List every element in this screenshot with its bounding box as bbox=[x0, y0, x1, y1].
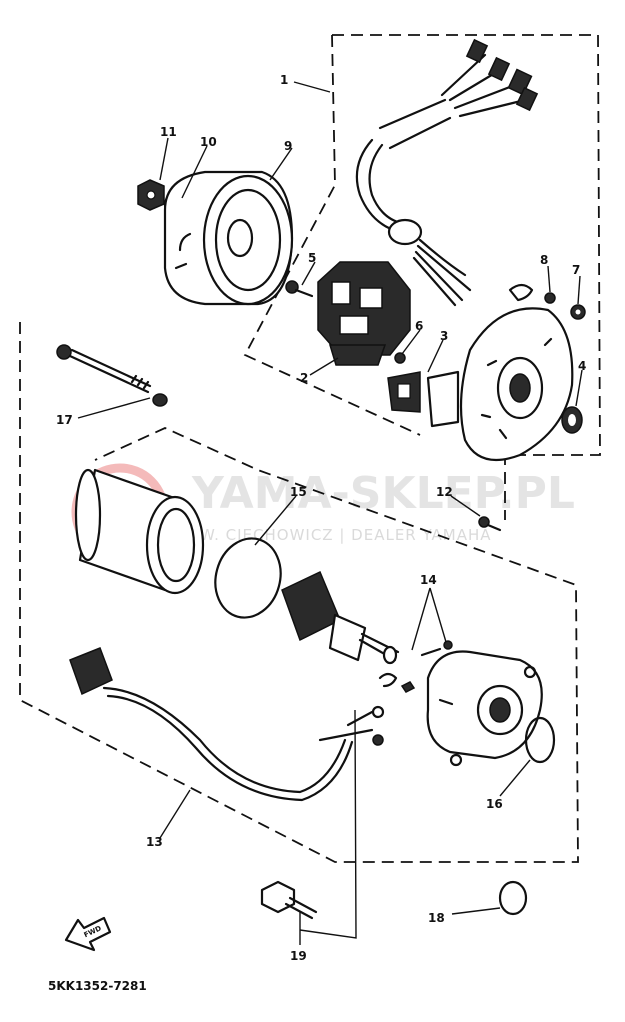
part-label-4: 4 bbox=[578, 359, 586, 373]
part-8-clamp bbox=[508, 283, 556, 304]
part-label-19: 19 bbox=[290, 949, 307, 963]
part-14-brush-parts bbox=[378, 640, 453, 693]
part-2-stator bbox=[317, 261, 411, 366]
part-label-1: 1 bbox=[280, 73, 288, 87]
front-direction-arrow: FWD bbox=[64, 916, 112, 952]
part-13-starter-lead bbox=[69, 647, 385, 802]
leader-lines bbox=[77, 81, 583, 945]
part-label-14: 14 bbox=[420, 573, 437, 587]
part-6-screw bbox=[394, 352, 406, 364]
part-4-grommet bbox=[561, 406, 583, 434]
part-label-12: 12 bbox=[436, 485, 453, 499]
part-label-5: 5 bbox=[308, 251, 316, 265]
part-label-11: 11 bbox=[160, 125, 177, 139]
part-1-wire-harness bbox=[355, 38, 539, 307]
part-19-bolt bbox=[260, 880, 318, 920]
part-label-13: 13 bbox=[146, 835, 163, 849]
part-label-2: 2 bbox=[300, 371, 308, 385]
part-7-screw bbox=[570, 304, 586, 320]
part-15-o-ring bbox=[214, 537, 282, 619]
part-label-9: 9 bbox=[284, 139, 292, 153]
starter-armature bbox=[281, 570, 400, 665]
part-label-15: 15 bbox=[290, 485, 307, 499]
generator-group-boundary bbox=[332, 34, 601, 520]
part-label-17: 17 bbox=[56, 413, 73, 427]
part-3-pickup-coil bbox=[387, 370, 460, 428]
part-label-3: 3 bbox=[440, 329, 448, 343]
starter-end-cover bbox=[426, 650, 543, 767]
part-5-screw bbox=[285, 280, 314, 298]
part-11-nut bbox=[137, 179, 165, 211]
diagram-code: 5KK1352-7281 bbox=[48, 979, 147, 993]
part-label-18: 18 bbox=[428, 911, 445, 925]
part-17-long-bolt bbox=[56, 344, 168, 407]
watermark: YAMA-SKLEP.PL W. CIECHOWICZ | DEALER YAM… bbox=[71, 463, 575, 561]
stator-base-plate bbox=[459, 307, 574, 462]
generator-group-boundary-left bbox=[243, 34, 421, 436]
part-label-7: 7 bbox=[572, 263, 580, 277]
part-label-10: 10 bbox=[200, 135, 217, 149]
starter-group-boundary bbox=[19, 322, 579, 863]
part-label-8: 8 bbox=[540, 253, 548, 267]
part-12-screw bbox=[478, 516, 502, 532]
watermark-subtitle: W. CIECHOWICZ | DEALER YAMAHA bbox=[200, 526, 492, 544]
part-9-rotor bbox=[163, 170, 294, 306]
part-label-6: 6 bbox=[415, 319, 423, 333]
part-label-16: 16 bbox=[486, 797, 503, 811]
part-16-o-ring bbox=[524, 716, 556, 764]
starter-motor-yoke bbox=[74, 468, 205, 595]
watermark-title: YAMA-SKLEP.PL bbox=[191, 468, 575, 519]
part-18-o-ring bbox=[498, 880, 528, 916]
part-number-labels: 1 2 3 4 5 6 7 8 9 10 11 12 13 14 15 16 1… bbox=[56, 73, 586, 963]
